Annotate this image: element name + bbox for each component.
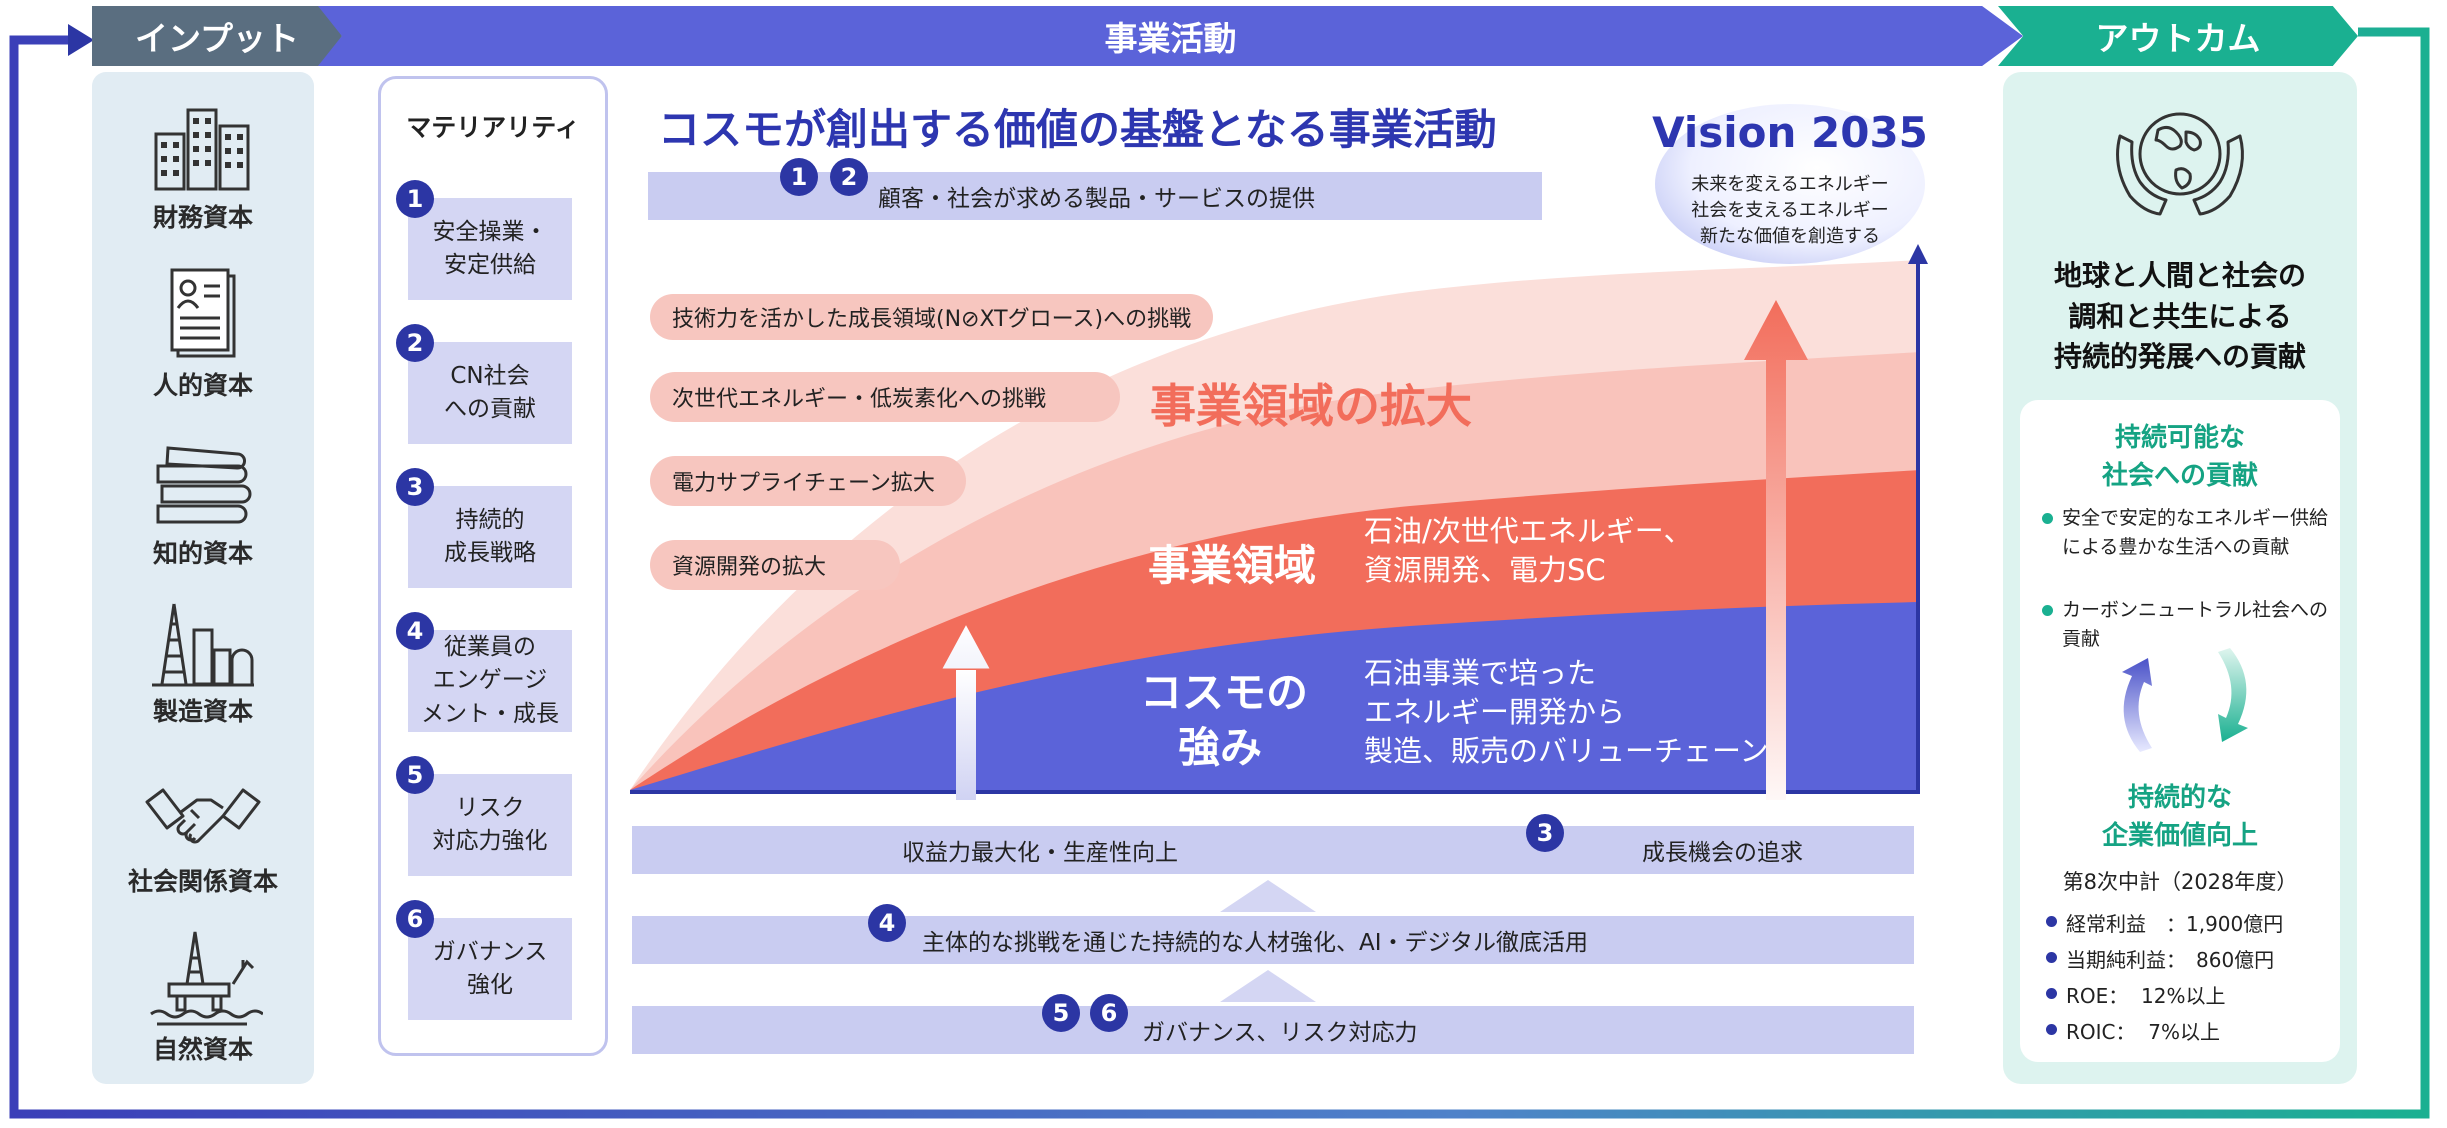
earth-hands-icon (2116, 112, 2244, 216)
social-bullet: 安全で安定的なエネルギー供給による豊かな生活への貢献 (2040, 504, 2330, 561)
capital-label: 製造資本 (152, 697, 253, 726)
materiality-number-badge: 4 (396, 612, 434, 650)
vision-bubble (1655, 104, 1925, 264)
number-badge: 4 (868, 904, 906, 942)
kpi-item: 経常利益 ：1,900億円 (2044, 908, 2283, 937)
governance-bar: ガバナンス、リスク対応力 (632, 1006, 1914, 1054)
outcome-heading: 地球と人間と社会の 調和と共生による 持続的発展への貢献 (2053, 259, 2306, 374)
number-badge: 3 (1526, 814, 1564, 852)
people-digital-bar: 主体的な挑戦を通じた持続的な人材強化、AI・デジタル徹底活用 (632, 916, 1914, 964)
materiality-number-badge: 2 (396, 324, 434, 362)
offshore-rig-icon (150, 931, 264, 1026)
profit-bar-text: 収益力最大化・生産性向上 (902, 840, 1178, 866)
materiality-card: 安全操業・ 安定供給 (408, 198, 572, 300)
capital-social: 社会関係資本 (92, 778, 314, 898)
materiality-card: 従業員の エンゲージ メント・成長 (408, 630, 572, 732)
number-badge: 5 (1042, 994, 1080, 1032)
corporate-value-heading: 持続的な 企業価値向上 (2101, 783, 2258, 851)
strategy-pill: 技術力を活かした成長領域(N⊘XTグロース)への挑戦 (650, 294, 1214, 340)
materiality-number-badge: 1 (396, 180, 434, 218)
business-activities-header: 事業活動 (318, 6, 2023, 66)
materiality-number-badge: 6 (396, 900, 434, 938)
capital-label: 社会関係資本 (127, 867, 278, 896)
vision-statement: 未来を変えるエネルギー 社会を支えるエネルギー 新たな価値を創造する (1691, 174, 1889, 248)
number-badge: 6 (1090, 994, 1128, 1032)
capital-label: 財務資本 (152, 203, 253, 232)
materiality-number-badge: 3 (396, 468, 434, 506)
factory-icon (152, 603, 254, 687)
top-bar: 顧客・社会が求める製品・サービスの提供 (648, 172, 1542, 220)
capital-financial: 財務資本 (92, 104, 314, 234)
resume-icon (170, 268, 236, 358)
books-icon (156, 446, 252, 524)
domain-description: 石油/次世代エネルギー、 資源開発、電力SC (1364, 514, 1693, 588)
materiality-card: 持続的 成長戦略 (408, 486, 572, 588)
building-icon (154, 108, 250, 191)
people-bar-text: 主体的な挑戦を通じた持続的な人材強化、AI・デジタル徹底活用 (922, 930, 1589, 956)
strength-label: コスモの 強み (1140, 668, 1309, 772)
kpi-item: ROE： 12%以上 (2044, 980, 2225, 1009)
up-chevron-icon (1220, 880, 1316, 912)
materiality-card: リスク 対応力強化 (408, 774, 572, 876)
cycle-arrows-icon (2122, 648, 2248, 752)
mid-term-plan-label: 第8次中計（2028年度） (2062, 870, 2298, 894)
growth-bar-text: 成長機会の追求 (1642, 840, 1803, 866)
profit-growth-bar: 収益力最大化・生産性向上 成長機会の追求 (632, 826, 1914, 874)
top-bar-text: 顧客・社会が求める製品・サービスの提供 (878, 186, 1315, 212)
governance-bar-text: ガバナンス、リスク対応力 (1142, 1020, 1418, 1046)
kpi-item: ROIC： 7%以上 (2044, 1016, 2220, 1045)
main-title: コスモが創出する価値の基盤となる事業活動 (658, 105, 1497, 154)
up-chevron-icon (1220, 970, 1316, 1002)
expansion-label: 事業領域の拡大 (1150, 379, 1472, 433)
outcome-contribution-card (2020, 400, 2340, 1062)
capital-label: 人的資本 (152, 371, 253, 400)
capital-manufactured: 製造資本 (92, 600, 314, 728)
business-growth-area-graphic (630, 244, 1928, 800)
kpi-item: 当期純利益： 860億円 (2044, 944, 2274, 973)
strategy-pill: 資源開発の拡大 (650, 540, 900, 590)
input-panel (92, 72, 314, 1084)
social-bullet: カーボンニュートラル社会への貢献 (2040, 596, 2330, 653)
number-badge: 2 (830, 158, 868, 196)
strategy-pill: 次世代エネルギー・低炭素化への挑戦 (650, 372, 1120, 422)
input-header: インプット (92, 6, 342, 66)
materiality-number-badge: 5 (396, 756, 434, 794)
capital-label: 知的資本 (152, 539, 253, 568)
capital-label: 自然資本 (152, 1035, 253, 1064)
outcome-header: アウトカム (1998, 6, 2358, 66)
handshake-icon (145, 788, 261, 844)
capital-natural: 自然資本 (92, 928, 314, 1066)
materiality-card: ガバナンス 強化 (408, 918, 572, 1020)
capital-intellectual: 知的資本 (92, 440, 314, 570)
materiality-card: CN社会 への貢献 (408, 342, 572, 444)
profit-segment (632, 826, 1448, 874)
domain-label: 事業領域 (1148, 541, 1317, 590)
capital-human: 人的資本 (92, 262, 314, 402)
number-badge: 1 (780, 158, 818, 196)
materiality-title: マテリアリティ (406, 113, 580, 142)
strategy-pill: 電力サプライチェーン拡大 (650, 456, 966, 506)
strength-description: 石油事業で培った エネルギー開発から 製造、販売のバリューチェーン (1364, 656, 1769, 769)
social-contribution-heading: 持続可能な 社会への貢献 (2101, 423, 2258, 491)
vision-title: Vision 2035 (1652, 108, 1928, 157)
